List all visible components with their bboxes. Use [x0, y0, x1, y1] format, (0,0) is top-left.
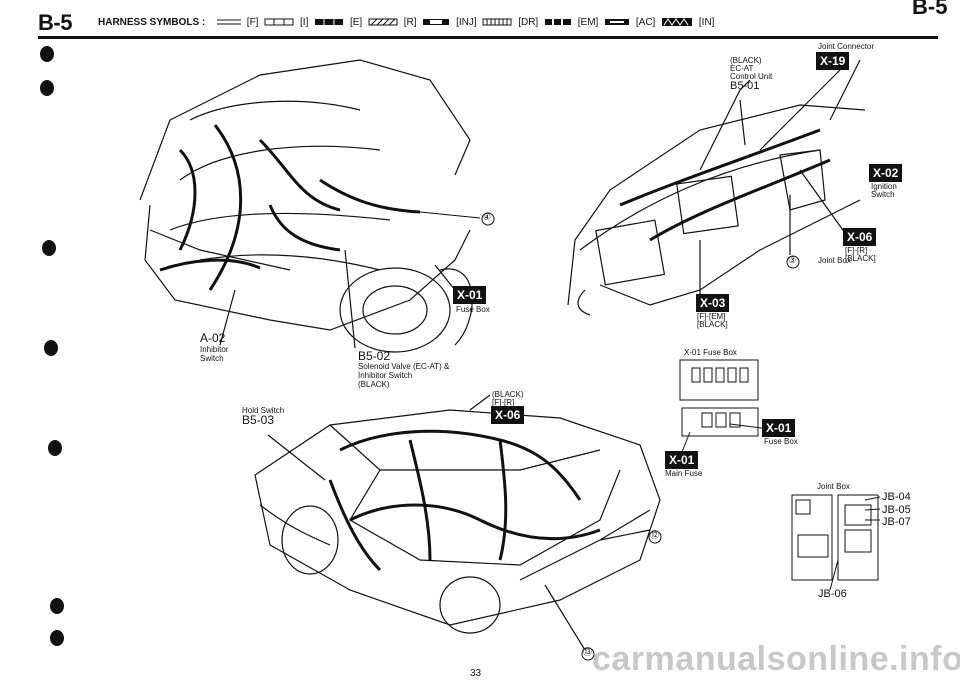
symbol-r-icon	[368, 18, 398, 26]
jb04-label: JB-04	[882, 491, 911, 503]
x02-label-1: Ignition	[871, 182, 897, 191]
callout-circle	[481, 212, 495, 226]
callout-circle	[648, 530, 662, 544]
b502-code: B5-02	[358, 349, 391, 363]
ecat-line3: Control Unit	[730, 72, 773, 81]
x06-dash-label-2: [BLACK]	[845, 254, 876, 263]
b502-desc-2: Inhibitor Switch	[358, 371, 413, 380]
x19-badge: X-19	[816, 52, 850, 70]
callout-4: ④	[483, 212, 492, 222]
hold-switch-code: B5-03	[242, 413, 275, 427]
symbol-em-code: [EM]	[577, 17, 599, 28]
callout-circle	[786, 255, 800, 269]
harness-symbols-title: HARNESS SYMBOLS :	[98, 17, 206, 28]
a02-desc: Inhibitor Switch	[200, 345, 229, 363]
x01-fuse-box-badge: X-01	[453, 286, 487, 304]
symbol-dr-code: [DR]	[518, 17, 539, 28]
symbol-f-icon	[217, 19, 242, 25]
symbol-f-code: [F]	[246, 17, 259, 28]
binding-hole	[50, 630, 64, 646]
symbol-dr-icon	[482, 18, 512, 26]
symbol-ac-icon	[605, 19, 630, 26]
x06-dash-label-1: [F]-[R]	[845, 246, 868, 255]
main-fuse-label: Main Fuse	[665, 469, 703, 478]
section-code: B-5	[38, 10, 72, 35]
symbol-e-code: [E]	[349, 17, 363, 28]
ecat-code: B5-01	[730, 80, 760, 92]
binding-hole	[40, 46, 54, 62]
a02-code: A-02	[200, 331, 226, 345]
page-number: 33	[470, 668, 482, 679]
joint-connector-label: Joint Connector	[818, 42, 875, 51]
x03-label-1: [F]-[EM]	[697, 312, 726, 321]
x06-dash-badge: X-06	[843, 228, 877, 246]
main-fuse-badge: X-01	[665, 451, 699, 469]
symbol-i-code: [I]	[300, 17, 309, 28]
binding-hole	[42, 240, 56, 256]
hold-switch-label: Hold Switch	[242, 406, 285, 415]
jb05-label: JB-05	[882, 504, 911, 516]
symbol-inj-icon	[423, 19, 450, 26]
sedan-drawing	[254, 394, 661, 651]
section-code-right: B-5	[912, 0, 948, 19]
fuse-box-detail-badge: X-01	[762, 419, 796, 437]
binding-hole	[48, 440, 62, 456]
callout-13: ⑬	[583, 647, 593, 657]
fuse-box-detail-drawing	[679, 359, 763, 453]
symbol-i-icon	[264, 18, 294, 26]
b502-desc-3: (BLACK)	[358, 380, 390, 389]
ecat-line2: EC-AT	[730, 64, 754, 73]
symbol-r-code: [R]	[403, 17, 417, 28]
header-rule	[38, 36, 938, 39]
dashboard-drawing	[567, 59, 866, 316]
binding-hole	[40, 80, 54, 96]
joint-box-detail-drawing	[791, 494, 881, 591]
fuse-box-detail-label: Fuse Box	[764, 437, 798, 446]
symbol-e-icon	[315, 19, 344, 26]
harness-symbols-row: HARNESS SYMBOLS : [F] [I] [E] [R] [INJ] …	[98, 17, 714, 28]
jb07-label: JB-07	[882, 516, 911, 528]
callout-circle	[581, 647, 595, 661]
x03-label-2: [BLACK]	[697, 320, 728, 329]
symbol-em-icon	[544, 19, 571, 26]
symbol-in-icon	[662, 18, 693, 27]
x02-badge: X-02	[869, 164, 903, 182]
watermark: carmanualsonline.info	[592, 640, 960, 678]
joint-box-detail-title: Joint Box	[817, 482, 850, 491]
fuse-box-detail-title: X-01 Fuse Box	[684, 348, 737, 357]
x06-car-line1: (BLACK)	[492, 390, 524, 399]
symbol-inj-code: [INJ]	[456, 17, 477, 28]
x01-fuse-box-label: Fuse Box	[456, 305, 490, 314]
x03-badge: X-03	[696, 294, 730, 312]
jb06-label: JB-06	[818, 588, 847, 600]
binding-hole	[44, 340, 58, 356]
ecat-line1: (BLACK)	[730, 56, 762, 65]
joint-box-label: Joint Box	[818, 256, 851, 265]
callout-3: ③	[788, 255, 797, 265]
binding-hole	[50, 598, 64, 614]
engine-bay-drawing	[139, 59, 481, 353]
x06-car-line2: [F]-[R]	[492, 398, 515, 407]
symbol-ac-code: [AC]	[635, 17, 656, 28]
b502-desc-1: Solenoid Valve (EC-AT) &	[358, 362, 450, 371]
callout-12: ⑫	[650, 530, 660, 540]
symbol-in-code: [IN]	[698, 17, 715, 28]
x06-car-badge: X-06	[491, 406, 525, 424]
x02-label-2: Switch	[871, 190, 895, 199]
